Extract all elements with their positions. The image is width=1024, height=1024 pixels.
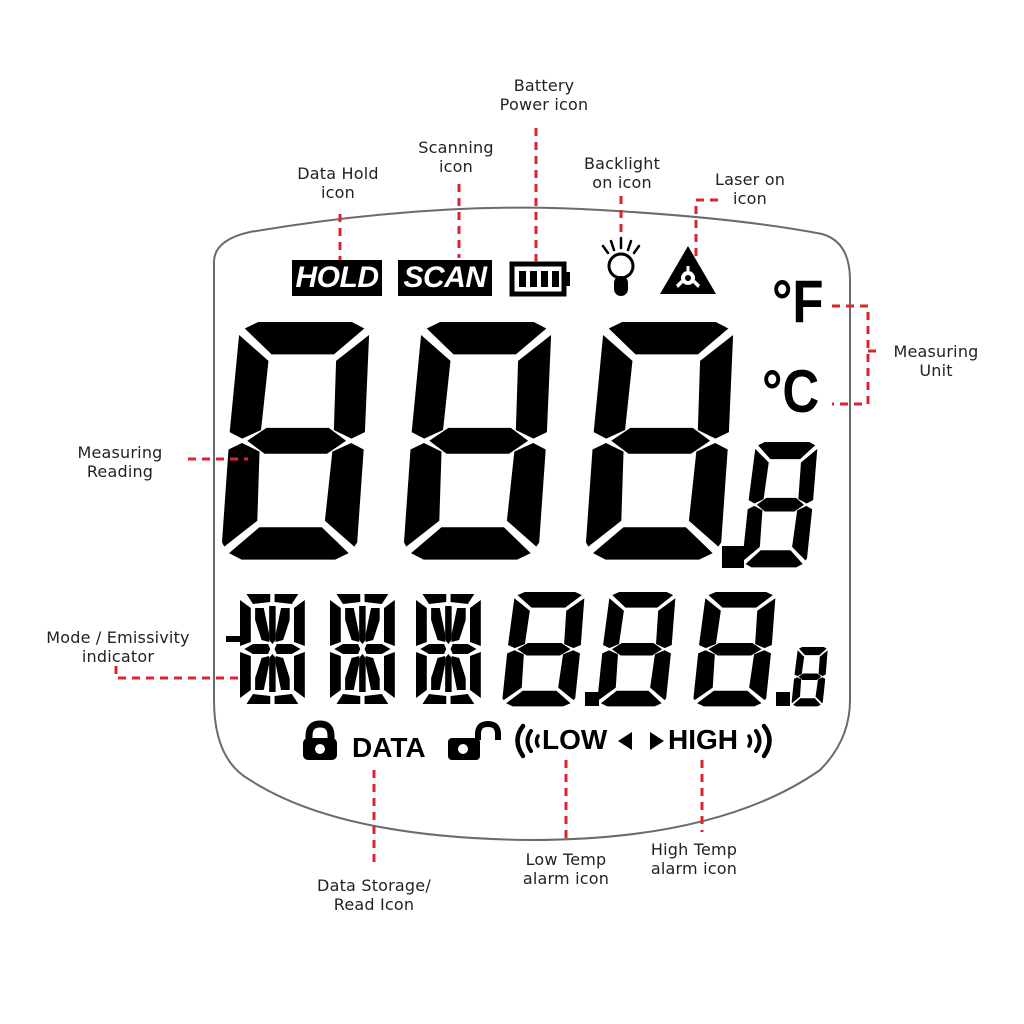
lcd-outline	[213, 206, 851, 842]
scan-badge: SCAN	[398, 260, 492, 296]
callout-measuring-reading: Measuring Reading	[77, 443, 163, 481]
leader-lines	[114, 128, 882, 864]
secondary-value-digits	[501, 592, 829, 707]
callout-data-storage: Data Storage/ Read Icon	[317, 876, 431, 914]
callout-data-hold: Data Hold icon	[297, 164, 379, 202]
callout-low-temp: Low Temp alarm icon	[522, 850, 610, 888]
lock-open-icon	[448, 720, 501, 760]
lock-closed-icon	[303, 720, 337, 760]
right-arrow-icon	[650, 732, 664, 750]
callout-battery: Battery Power icon	[499, 76, 589, 114]
callout-scanning: Scanning icon	[418, 138, 494, 176]
callout-backlight: Backlight on icon	[583, 154, 661, 192]
callout-laser: Laser on icon	[714, 170, 786, 208]
high-alarm-waves-icon	[747, 723, 772, 759]
mode-emissivity-chars	[226, 594, 481, 704]
main-reading-digits	[220, 322, 820, 568]
laser-warning-icon	[660, 246, 716, 294]
high-label: HIGH	[668, 724, 738, 755]
left-arrow-icon	[618, 732, 632, 750]
celsius-unit: °C	[762, 358, 820, 425]
callout-measuring-unit: Measuring Unit	[893, 342, 979, 380]
data-label: DATA	[352, 732, 426, 763]
callout-mode-emissivity: Mode / Emissivity indicator	[46, 628, 190, 666]
battery-icon	[509, 261, 570, 297]
low-label: LOW	[542, 724, 608, 755]
callout-high-temp: High Temp alarm icon	[650, 840, 738, 878]
low-alarm-waves-icon	[515, 723, 540, 759]
bulb-icon	[601, 236, 641, 296]
fahrenheit-unit: °F	[772, 268, 824, 335]
hold-badge: HOLD	[292, 260, 382, 296]
